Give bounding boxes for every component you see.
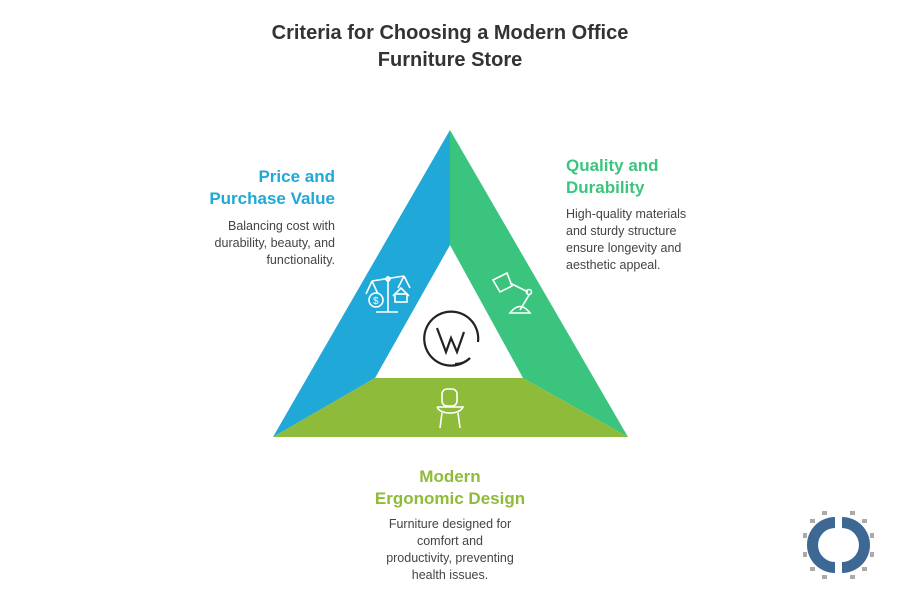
heading-line: Durability [566, 178, 645, 197]
price-segment [273, 130, 450, 437]
desc-line: aesthetic appeal. [566, 258, 661, 272]
brand-logo [803, 511, 874, 579]
heading-line: Modern [419, 467, 481, 486]
price-description: Balancing cost with durability, beauty, … [185, 218, 335, 269]
scale-icon: $ [365, 275, 411, 313]
price-heading: Price and Purchase Value [200, 166, 335, 210]
desc-line: High-quality materials [566, 207, 687, 221]
desc-line: ensure longevity and [566, 241, 682, 255]
page-title: Criteria for Choosing a Modern Office Fu… [200, 20, 700, 74]
desc-line: and sturdy structure [566, 224, 677, 238]
quality-heading: Quality and Durability [566, 155, 659, 199]
chair-icon [436, 388, 465, 429]
heading-line: Purchase Value [209, 189, 335, 208]
desc-line: productivity, preventing [386, 551, 514, 565]
desc-line: functionality. [266, 253, 335, 267]
desc-line: durability, beauty, and [214, 236, 335, 250]
heading-line: Quality and [566, 156, 659, 175]
design-heading: Modern Ergonomic Design [350, 466, 550, 510]
heading-line: Price and [258, 167, 335, 186]
quality-description: High-quality materials and sturdy struct… [566, 206, 686, 274]
title-line: Criteria for Choosing a Modern Office [271, 22, 629, 44]
quality-segment [450, 130, 628, 437]
design-description: Furniture designed for comfort and produ… [350, 516, 550, 584]
desk-lamp-icon [491, 271, 533, 314]
heading-line: Ergonomic Design [374, 489, 526, 508]
title-line: Furniture Store [377, 49, 523, 71]
svg-text:$: $ [373, 296, 379, 307]
workplace-logo-icon [423, 310, 480, 367]
desc-line: Furniture designed for [388, 517, 512, 531]
desc-line: comfort and [416, 534, 483, 548]
desc-line: Balancing cost with [227, 219, 335, 233]
desc-line: health issues. [411, 568, 489, 582]
